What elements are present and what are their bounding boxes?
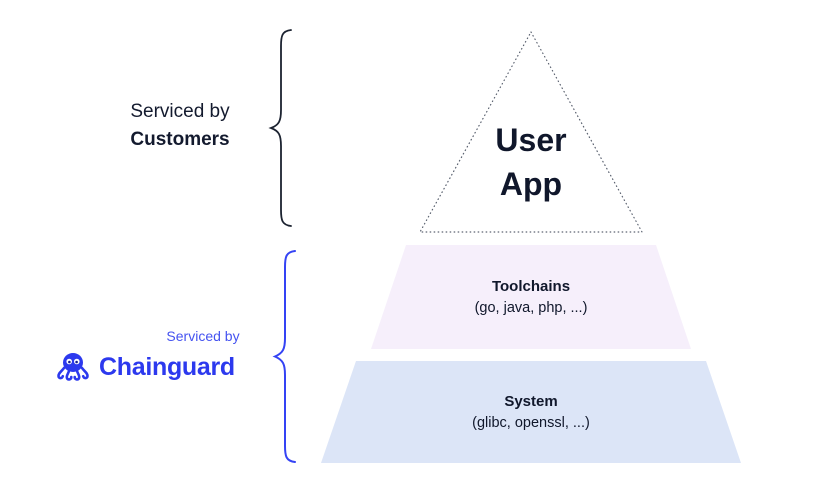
customers-annotation: Serviced by Customers [96, 98, 264, 154]
toolchains-subtitle: (go, java, php, ...) [474, 299, 588, 316]
toolchains-title: Toolchains [491, 277, 571, 295]
customers-annotation-prefix: Serviced by [130, 101, 230, 122]
chainguard-logo: Chainguard [55, 348, 235, 386]
user-app-triangle [418, 30, 644, 233]
octopus-icon [57, 353, 89, 381]
toolchains-layer: Toolchains (go, java, php, ...) [371, 245, 691, 349]
user-app-label: User App [495, 122, 567, 202]
customers-brace-icon [268, 29, 292, 227]
chainguard-wordmark: Chainguard [99, 352, 235, 381]
chainguard-brace-icon [272, 250, 296, 463]
chainguard-annotation-prefix: Serviced by [166, 328, 240, 344]
system-title: System [504, 392, 558, 410]
system-layer: System (glibc, openssl, ...) [321, 361, 741, 463]
customers-annotation-name: Customers [130, 129, 230, 150]
system-subtitle: (glibc, openssl, ...) [472, 414, 590, 431]
